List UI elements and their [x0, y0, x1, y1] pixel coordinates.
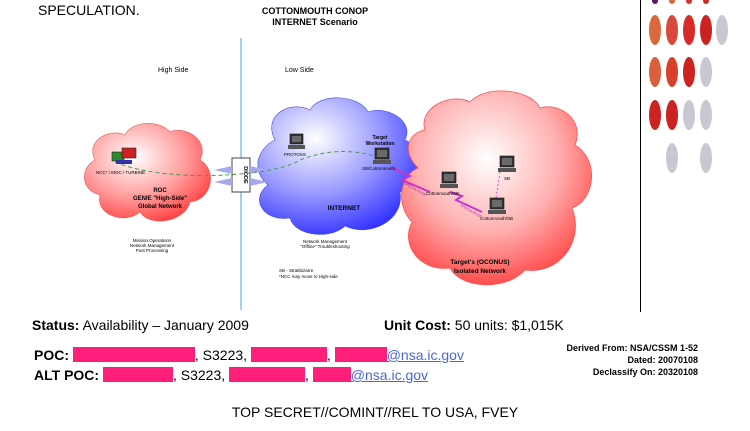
alt-poc-line: ALT POC: , S3223, , @nsa.ic.gov	[34, 367, 428, 383]
diagram-title: COTTONMOUTH CONOP INTERNET Scenario	[230, 6, 400, 28]
sb-note-2: *NCC may move to High-side	[279, 274, 338, 279]
sb-computer-icon	[498, 155, 516, 172]
status-value: Availability – January 2009	[79, 317, 249, 333]
dot	[686, 0, 692, 4]
poc-email-link[interactable]: @nsa.ic.gov	[386, 347, 464, 363]
derived-from: Derived From: NSA/CSSM 1-52	[566, 343, 698, 353]
cottonmouth-sb-computer-icon	[440, 171, 458, 188]
high-side-label: High Side	[158, 67, 188, 74]
redaction-block	[229, 367, 306, 382]
dashed-link	[114, 151, 381, 177]
target-network-cloud	[401, 90, 592, 286]
unit-cost-value: 50 units: $1,015K	[450, 317, 564, 333]
roc-cloud	[84, 123, 211, 222]
alt-poc-email-link[interactable]: @nsa.ic.gov	[350, 367, 429, 383]
sb-cottonmouth-label: SB/Cottonmouth	[362, 166, 396, 171]
redaction-block	[250, 347, 327, 362]
target-workstation-label-2: Workstation	[366, 141, 395, 147]
speculation-text: SPECULATION.	[38, 2, 140, 18]
classification-banner: TOP SECRET//COMINT//REL TO USA, FVEY	[231, 404, 519, 420]
decorative-dots	[649, 0, 728, 173]
dot	[669, 0, 675, 4]
sb-note-1: SB - Straitbizarre	[279, 268, 314, 273]
dot	[683, 100, 695, 130]
dot	[683, 57, 695, 87]
declassify-on: Declassify On: 20320108	[592, 367, 698, 377]
dot	[700, 57, 712, 87]
alt-poc-separator: ,	[305, 367, 313, 383]
dot	[700, 15, 712, 45]
target-workstation-icon	[373, 147, 391, 164]
roc-genie-label: GENIE "High-Side"	[133, 196, 187, 202]
diode-label: DIODE	[242, 166, 248, 184]
status-label: Status:	[32, 317, 80, 333]
low-side-label: Low Side	[285, 67, 314, 74]
roc-desc-1: Mission Operations	[133, 238, 172, 243]
diode-device	[214, 157, 268, 193]
ncc-label: NCC* / MOC / TURBINE	[96, 170, 145, 175]
target-network-label-2: Isolated Network	[454, 268, 506, 275]
dot	[666, 100, 678, 130]
dot	[700, 143, 712, 173]
dot	[666, 15, 678, 45]
alt-poc-code: , S3223,	[172, 367, 230, 383]
unit-cost-label: Unit Cost:	[384, 317, 451, 333]
vertical-divider	[640, 0, 641, 312]
dot	[649, 15, 661, 45]
unit-cost-line: Unit Cost: 50 units: $1,015K	[384, 317, 564, 333]
protoss-computer-icon	[288, 133, 305, 149]
poc-label: POC:	[34, 347, 69, 363]
classification-block: Derived From: NSA/CSSM 1-52 Dated: 20070…	[520, 342, 698, 378]
dot	[703, 0, 709, 4]
dot	[716, 15, 728, 45]
lightning-link-2	[449, 191, 483, 213]
dot	[700, 100, 712, 130]
roc-desc-3: Post Processing	[136, 248, 169, 253]
dot	[649, 100, 661, 130]
protoss-label: PROTOSS	[284, 152, 306, 157]
lightning-link-1	[391, 167, 431, 193]
network-management-label: Network Management	[303, 239, 348, 244]
sb-label: SB	[504, 176, 510, 181]
dot	[666, 143, 678, 173]
network-diagram: DIODE High Side Low Side NCC* / MOC / TU	[84, 0, 728, 310]
redaction-block	[334, 347, 387, 362]
dot	[652, 0, 658, 4]
poc-code: , S3223,	[194, 347, 251, 363]
roc-desc-2: Network Management	[130, 243, 175, 248]
internet-label: INTERNET	[328, 205, 361, 212]
dot	[666, 57, 678, 87]
redaction-block	[72, 347, 195, 362]
redaction-block	[102, 367, 173, 382]
dotted-link	[495, 171, 501, 199]
target-workstation-label-1: Target	[373, 135, 388, 141]
diagram-title-line1: COTTONMOUTH CONOP	[261, 6, 369, 16]
poc-line: POC: , S3223, , @nsa.ic.gov	[34, 347, 464, 363]
roc-global-network-label: Global Network	[138, 204, 183, 210]
cottonmouth-sb-label-2: Cottonmouth/SB	[480, 216, 513, 221]
redaction-block	[312, 367, 351, 382]
dot	[683, 15, 695, 45]
roc-label: ROC	[153, 188, 167, 194]
offline-troubleshooting-label: "Offline" Troubleshooting	[300, 244, 350, 249]
diagram-title-line2: INTERNET Scenario	[272, 17, 358, 27]
status-line: Status: Availability – January 2009	[32, 317, 249, 333]
dated: Dated: 20070108	[627, 355, 698, 365]
internet-cloud	[257, 97, 422, 235]
cottonmouth-sb-2-computer-icon	[488, 197, 506, 214]
dot	[649, 57, 661, 87]
alt-poc-label: ALT POC:	[34, 367, 100, 383]
poc-separator: ,	[326, 347, 335, 363]
target-network-label-1: Target's (OCONUS)	[450, 259, 509, 266]
cottonmouth-sb-label: Cottonmouth/SB	[426, 191, 459, 196]
ncc-computer-icon	[111, 147, 137, 164]
